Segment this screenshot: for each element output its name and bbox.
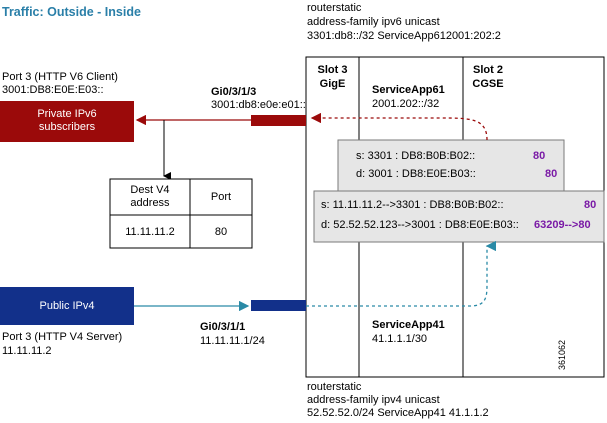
serviceapp41-address: 41.1.1.1/30	[372, 333, 428, 345]
packet-top-source: s: 3301 : DB8:B0B:B02::	[356, 150, 476, 162]
packet-top-source-port: 80	[533, 150, 546, 162]
route-bottom-line3: 52.52.52.0/24 ServiceApp41 41.1.1.2	[307, 407, 489, 419]
dotted-arrow-teal	[306, 240, 497, 307]
gi-top-name: Gi0/3/1/3	[211, 86, 257, 98]
table-cell-port: 80	[214, 226, 228, 238]
figure-id: 361062	[557, 339, 567, 370]
v4-server-port-label: Port 3 (HTTP V4 Server)	[2, 331, 123, 343]
packet-bottom-box	[313, 190, 605, 243]
packet-bottom-dest: d: 52.52.52.123-->3001 : DB8:E0E:B03::	[321, 219, 519, 231]
packet-bottom-source: s: 11.11.11.2-->3301 : DB8:B0B:B02::	[321, 199, 504, 211]
gi-bottom-address: 11.11.11.1/24	[200, 335, 265, 347]
packet-top-dest: d: 3001 : DB8:E0E:B03::	[356, 168, 476, 180]
public-ipv4-box	[0, 287, 134, 325]
table-cell-address: 11.11.11.2	[125, 226, 175, 238]
route-top-line1: routerstatic	[307, 2, 362, 14]
table-header-dest-1: Dest V4	[130, 184, 170, 196]
packet-top-box	[337, 139, 565, 193]
packet-bottom-source-port: 80	[584, 199, 597, 211]
serviceapp61-name: ServiceApp61	[372, 84, 445, 96]
packet-bottom-dest-port: 63209-->80	[534, 219, 591, 231]
v4-server-address: 11.11.11.2	[2, 345, 52, 357]
private-ipv6-label-1: Private IPv6	[37, 108, 97, 120]
nat-table	[109, 178, 253, 249]
slot2-label-2: CGSE	[472, 78, 504, 90]
table-header-dest: Dest V4 address	[110, 184, 190, 210]
v6-client-address: 3001:DB8:E0E:E03::	[2, 84, 104, 96]
packet-top-dest-port: 80	[545, 168, 558, 180]
table-header-port: Port	[210, 191, 232, 203]
private-ipv6-box	[0, 101, 134, 142]
table-header-dest-2: address	[130, 197, 170, 209]
public-ipv4-label: Public IPv4	[39, 300, 95, 312]
route-bottom-line2: address-family ipv4 unicast	[307, 394, 440, 406]
serviceapp61-address: 2001.202::/32	[372, 98, 440, 110]
gi-bottom-port	[251, 300, 306, 311]
dotted-arrow-red	[310, 112, 488, 141]
route-top-line3: 3301:db8::/32 ServiceApp612001:202:2	[307, 30, 501, 42]
gi-top-address: 3001:db8:e0e:e01::	[211, 99, 306, 111]
private-ipv6-label-2: subscribers	[38, 121, 96, 133]
diagram-title: Traffic: Outside - Inside	[2, 5, 141, 19]
slot3-label-2: GigE	[319, 78, 346, 90]
gi-top-port	[251, 115, 306, 126]
v6-client-port-label: Port 3 (HTTP V6 Client)	[2, 71, 118, 83]
gi-bottom-name: Gi0/3/1/1	[200, 321, 246, 333]
route-bottom-line1: routerstatic	[307, 381, 362, 393]
serviceapp41-name: ServiceApp41	[372, 319, 445, 331]
route-top-line2: address-family ipv6 unicast	[307, 16, 440, 28]
slot3-label-1: Slot 3	[317, 64, 348, 76]
slot2-label-1: Slot 2	[473, 64, 503, 76]
